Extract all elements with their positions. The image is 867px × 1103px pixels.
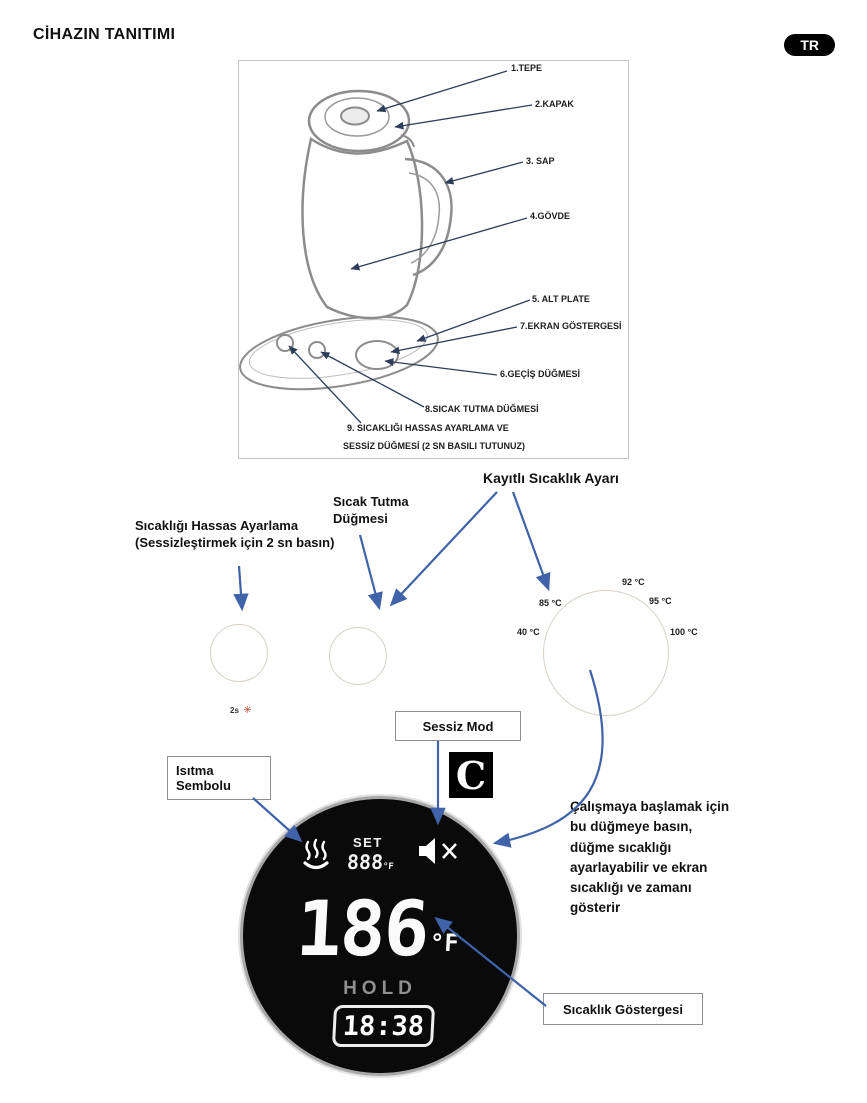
hold-label: HOLD xyxy=(343,978,417,999)
heating-line2: Sembolu xyxy=(176,778,231,793)
time-display: 18:38 xyxy=(331,1005,436,1047)
display-circle: SET 888°F 186 °F HOLD 18:38 xyxy=(240,796,520,1076)
dial-temp-100: 100 °C xyxy=(670,627,698,637)
temp-indicator-label: Sıcaklık Göstergesi xyxy=(563,1001,683,1017)
heating-symbol-label-box: Isıtma Sembolu xyxy=(167,756,271,800)
diagram-label-altplate: 5. ALT PLATE xyxy=(532,294,590,304)
keep-warm-line1: Sıcak Tutma xyxy=(333,494,409,509)
diagram-label-ekran: 7.EKRAN GÖSTERGESİ xyxy=(520,321,622,331)
silent-mode-label: Sessiz Mod xyxy=(422,718,494,734)
hold-2s-marker: 2s ✳ xyxy=(230,700,252,718)
annotation-saved-temp: Kayıtlı Sıcaklık Ayarı xyxy=(483,470,619,486)
temperature-reading: 186 °F xyxy=(261,884,495,973)
diagram-label-gecis: 6.GEÇİŞ DÜĞMESİ xyxy=(500,369,581,379)
diagram-label-sicaktutma: 8.SICAK TUTMA DÜĞMESİ xyxy=(425,404,539,414)
fine-adjust-line2: (Sessizleştirmek için 2 sn basın) xyxy=(135,534,335,550)
leader-lines xyxy=(288,70,533,424)
diagram-label-hassas-1: 9. SICAKLIĞI HASSAS AYARLAMA VE xyxy=(347,423,509,433)
temp-indicator-label-box: Sıcaklık Göstergesi xyxy=(543,993,703,1025)
diagram-label-hassas-2: SESSİZ DÜĞMESİ (2 SN BASILI TUTUNUZ) xyxy=(343,441,526,451)
mute-speaker-icon xyxy=(419,838,457,864)
temperature-unit: °F xyxy=(429,929,460,957)
set-label: SET xyxy=(353,835,383,850)
dial-temp-85: 85 °C xyxy=(539,598,562,608)
dial-temp-40: 40 °C xyxy=(517,627,540,637)
page-title: CİHAZIN TANITIMI xyxy=(33,26,176,43)
start-description: Çalışmaya başlamak için bu düğmeye basın… xyxy=(570,799,730,916)
celsius-label-box: C xyxy=(449,752,493,798)
set-temperature-value: 888°F xyxy=(346,850,394,874)
diagram-label-sap: 3. SAP xyxy=(526,156,555,166)
fine-adjust-button-circle xyxy=(210,624,268,682)
heating-line1: Isıtma xyxy=(176,763,214,778)
dial-temp-95: 95 °C xyxy=(649,596,672,606)
celsius-letter: C xyxy=(455,752,487,798)
fine-adjust-line1: Sıcaklığı Hassas Ayarlama xyxy=(135,518,299,533)
hold-2s-text: 2s xyxy=(230,706,239,715)
gear-icon: ✳ xyxy=(243,705,252,716)
diagram-label-kapak: 2.KAPAK xyxy=(535,99,574,109)
annotation-fine-adjust: Sıcaklığı Hassas Ayarlama (Sessizleştirm… xyxy=(135,518,350,552)
diagram-label-tepe: 1.TEPE xyxy=(511,63,543,73)
device-diagram-box: 1.TEPE 2.KAPAK 3. SAP 4.GÖVDE 5. ALT PLA… xyxy=(238,60,629,459)
language-badge: TR xyxy=(784,34,835,56)
kettle-illustration xyxy=(239,70,533,424)
heating-symbol-label: Isıtma Sembolu xyxy=(176,763,231,793)
temperature-dial xyxy=(543,590,669,716)
keep-warm-line2: Düğmesi xyxy=(333,510,388,526)
keep-warm-button-circle xyxy=(329,627,387,685)
diagram-label-govde: 4.GÖVDE xyxy=(530,211,571,221)
temperature-digits: 186 xyxy=(293,884,430,973)
set-digits: 888 xyxy=(346,850,384,874)
heating-steam-icon xyxy=(303,838,329,870)
annotation-keep-warm: Sıcak Tutma Düğmesi xyxy=(333,494,409,528)
silent-mode-label-box: Sessiz Mod xyxy=(395,711,521,741)
dial-temp-92: 92 °C xyxy=(622,577,645,587)
set-unit: °F xyxy=(382,862,394,872)
time-value: 18:38 xyxy=(342,1010,425,1042)
